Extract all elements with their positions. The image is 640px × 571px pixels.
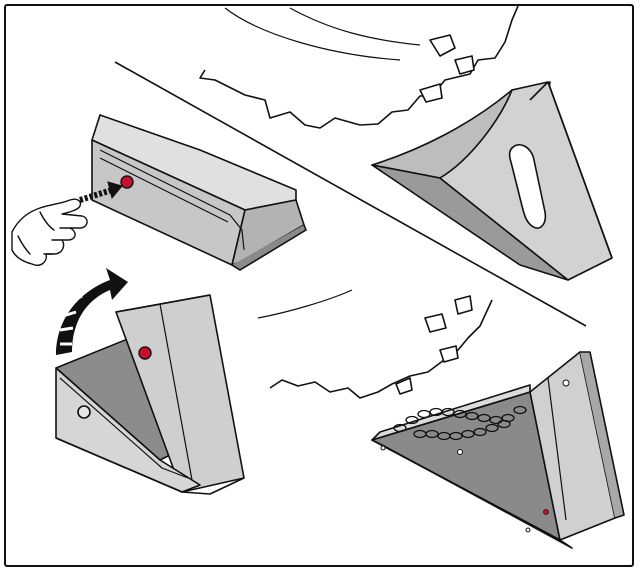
divider-line xyxy=(114,61,587,327)
chock-unfolding xyxy=(55,294,245,495)
chock-under-tire-solid xyxy=(371,81,613,281)
chain-icon xyxy=(393,405,527,441)
tire-icon xyxy=(199,5,519,129)
hand-pointing-icon xyxy=(11,198,88,266)
curved-lift-arrow-icon xyxy=(56,268,128,355)
red-button-icon xyxy=(543,509,549,515)
tire-icon xyxy=(257,289,493,399)
push-arrow-icon xyxy=(79,181,123,203)
chock-folded xyxy=(91,114,307,271)
red-button-icon xyxy=(138,346,152,360)
chock-under-tire-with-chain xyxy=(371,351,625,549)
red-button-icon xyxy=(120,175,134,189)
